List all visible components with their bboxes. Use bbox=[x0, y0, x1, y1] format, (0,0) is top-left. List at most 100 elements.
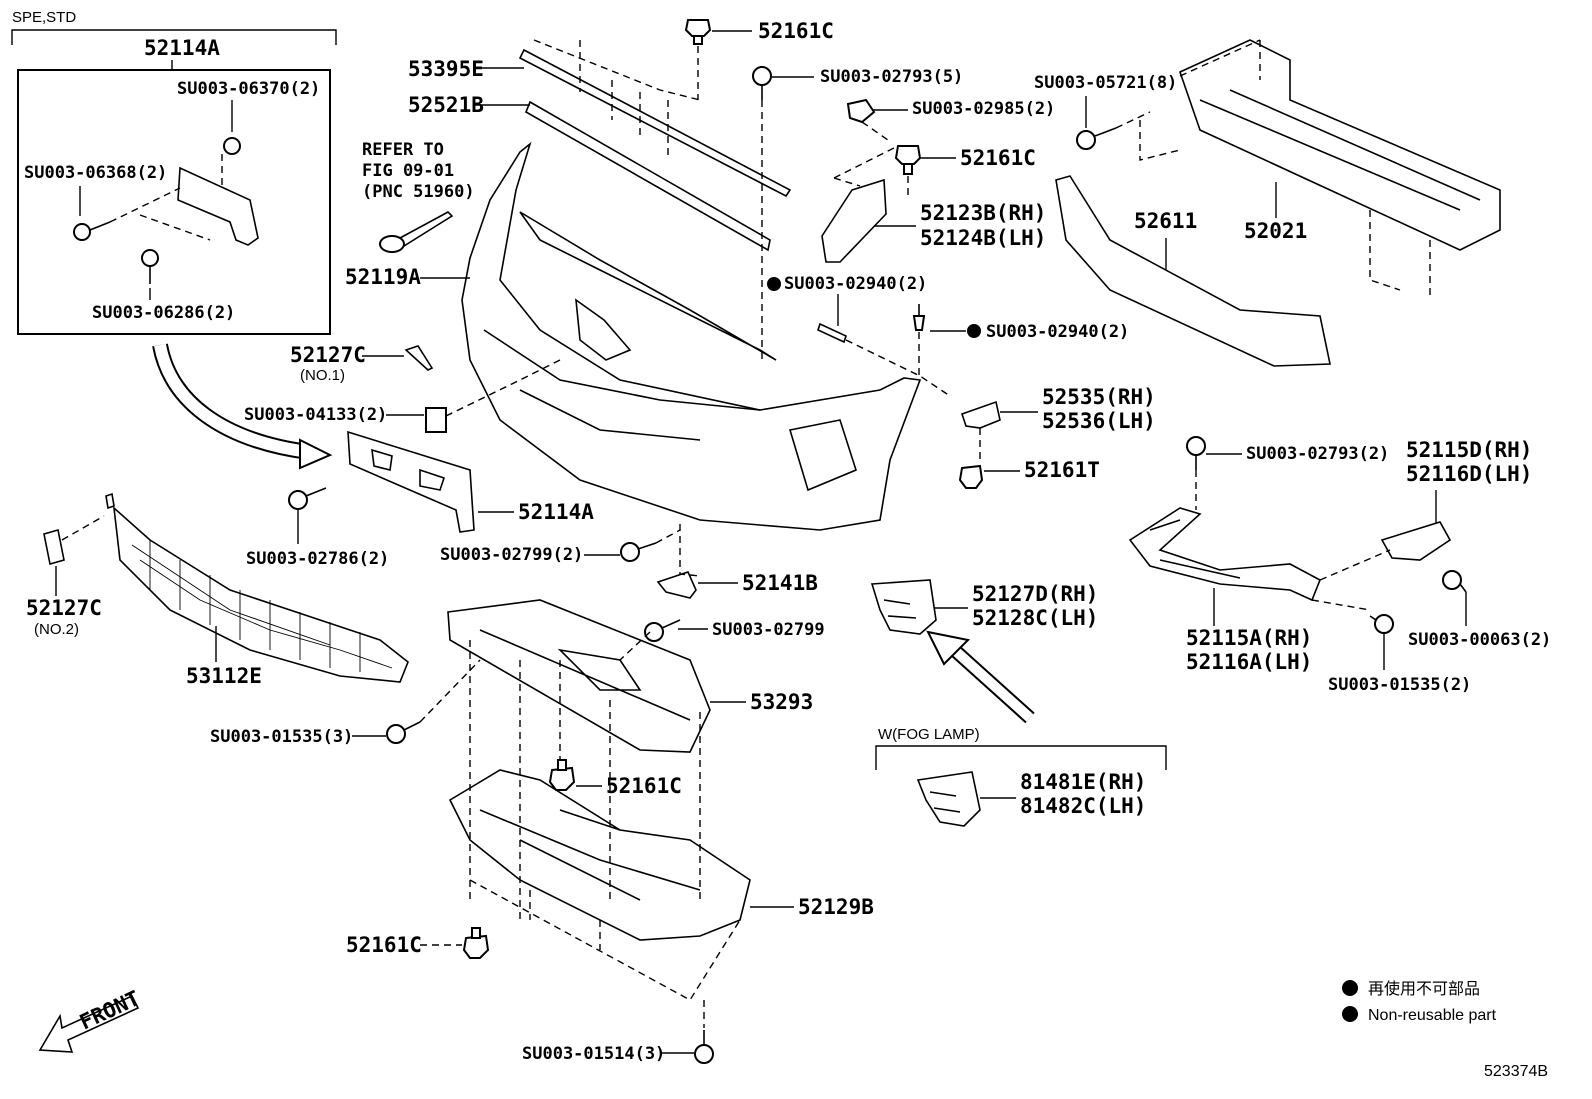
dash-SU02799 bbox=[619, 631, 651, 661]
label-52129B: 52129B bbox=[798, 895, 874, 919]
label-SU02786: SU003-02786(2) bbox=[246, 549, 389, 569]
label-52161C-top: 52161C bbox=[758, 19, 834, 43]
label-52127C-2: 52127C bbox=[26, 596, 102, 620]
label-SU02940-a: SU003-02940(2) bbox=[784, 274, 927, 294]
arrow-fill bbox=[154, 343, 309, 458]
label-53293: 53293 bbox=[750, 690, 813, 714]
label-52161C-bot: 52161C bbox=[346, 933, 422, 957]
bolt-icon bbox=[386, 721, 421, 744]
bolt-icon bbox=[1186, 436, 1206, 470]
label-52116D: 52116D(LH) bbox=[1406, 462, 1532, 486]
figure-id: 523374B bbox=[1484, 1063, 1548, 1080]
clip-icon bbox=[684, 19, 712, 45]
label-52123B: 52123B(RH) bbox=[920, 201, 1046, 225]
bumper-grille-opening bbox=[575, 298, 632, 361]
dash-SU02940-a bbox=[845, 339, 951, 397]
absorber-52611 bbox=[1055, 175, 1331, 367]
label-SU04133: SU003-04133(2) bbox=[244, 405, 387, 425]
label-SU00063: SU003-00063(2) bbox=[1408, 630, 1551, 650]
inset-part-06368: SU003-06368(2) bbox=[24, 163, 167, 183]
fog-cover-81481E bbox=[916, 771, 981, 827]
license-bracket-inset bbox=[177, 166, 259, 246]
retainer-52521B bbox=[524, 100, 771, 252]
label-52535: 52535(RH) bbox=[1042, 385, 1156, 409]
dash-support bbox=[1311, 549, 1391, 611]
hook-icon bbox=[379, 211, 454, 253]
fog-cover-detail bbox=[883, 599, 917, 619]
pin-52127C-icon bbox=[404, 345, 434, 371]
label-52536: 52536(LH) bbox=[1042, 409, 1156, 433]
bolt-icon bbox=[752, 66, 772, 100]
label-53395E: 53395E bbox=[408, 57, 484, 81]
refer-line1: REFER TO bbox=[362, 140, 444, 160]
bolt-icon bbox=[73, 221, 111, 241]
label-SU02793-2: SU003-02793(2) bbox=[1246, 444, 1389, 464]
bolt-icon bbox=[288, 487, 327, 510]
bolt-icon bbox=[694, 1030, 714, 1064]
label-52114A: 52114A bbox=[518, 500, 594, 524]
front-label: FRONT bbox=[76, 986, 143, 1034]
fog-arrow-fill bbox=[946, 642, 1034, 722]
under-cover-52129B bbox=[448, 769, 751, 941]
clip-nut-icon bbox=[425, 407, 447, 433]
bolt-icon bbox=[1076, 127, 1117, 150]
fog-group-label: W(FOG LAMP) bbox=[878, 726, 980, 743]
support-52115A-detail bbox=[1149, 519, 1241, 579]
screw-icon bbox=[1442, 570, 1467, 593]
bolt-icon bbox=[1369, 614, 1394, 634]
bracket-52141B bbox=[656, 571, 697, 599]
legend-marker bbox=[1342, 980, 1358, 996]
label-52128C: 52128C(LH) bbox=[972, 606, 1098, 630]
grille-53112E bbox=[112, 506, 409, 683]
bumper-upper-opening bbox=[519, 211, 777, 361]
rivet-icon bbox=[817, 322, 847, 344]
label-SU01514: SU003-01514(3) bbox=[522, 1044, 665, 1064]
inset-part-06286: SU003-06286(2) bbox=[92, 303, 235, 323]
label-52127C-1: 52127C bbox=[290, 343, 366, 367]
label-52124B: 52124B(LH) bbox=[920, 226, 1046, 250]
label-52115A: 52115A(RH) bbox=[1186, 626, 1312, 650]
label-52161C-low: 52161C bbox=[606, 774, 682, 798]
screw-icon bbox=[141, 249, 159, 284]
bumper-cover-52119A bbox=[461, 141, 922, 531]
dash-SU04133 bbox=[445, 359, 561, 417]
label-SU05721: SU003-05721(8) bbox=[1034, 73, 1177, 93]
kit-part-label: 52114A bbox=[144, 36, 220, 60]
label-52611: 52611 bbox=[1134, 209, 1197, 233]
label-52141B: 52141B bbox=[742, 571, 818, 595]
label-81482C: 81482C(LH) bbox=[1020, 794, 1146, 818]
label-52161T: 52161T bbox=[1024, 458, 1100, 482]
clip-icon bbox=[462, 927, 490, 959]
variant-bracket bbox=[11, 29, 337, 45]
label-52521B: 52521B bbox=[408, 93, 484, 117]
label-52127C-1-note: (NO.1) bbox=[300, 367, 345, 384]
dash-52129B-box bbox=[469, 879, 741, 1001]
label-52021: 52021 bbox=[1244, 219, 1307, 243]
clip-icon bbox=[958, 464, 984, 489]
nut-icon bbox=[223, 137, 241, 155]
clip-icon bbox=[548, 759, 576, 791]
label-52161C-mid: 52161C bbox=[960, 146, 1036, 170]
dash-under-covers bbox=[419, 640, 701, 920]
label-SU02799: SU003-02799 bbox=[712, 620, 825, 640]
reinforcement-detail bbox=[1199, 89, 1481, 211]
dash-52127C-2 bbox=[61, 515, 105, 541]
label-SU01535-2: SU003-01535(2) bbox=[1328, 675, 1471, 695]
non-reusable-marker bbox=[767, 277, 781, 291]
bumper-detail-lines bbox=[483, 329, 857, 492]
label-53112E: 53112E bbox=[186, 664, 262, 688]
pin-52127C-icon bbox=[43, 528, 65, 566]
label-52115D: 52115D(RH) bbox=[1406, 438, 1532, 462]
label-SU02799-2: SU003-02799(2) bbox=[440, 545, 583, 565]
dash-top-strip bbox=[533, 39, 701, 160]
retainer-52535 bbox=[960, 400, 1001, 429]
label-52116A: 52116A(LH) bbox=[1186, 650, 1312, 674]
label-81481E: 81481E(RH) bbox=[1020, 770, 1146, 794]
bracket-52123B bbox=[821, 178, 887, 263]
inset-part-06370: SU003-06370(2) bbox=[177, 79, 320, 99]
tab-icon bbox=[105, 492, 115, 510]
grille-mesh bbox=[131, 540, 393, 672]
dash-SU02985 bbox=[861, 121, 889, 141]
legend-jp: 再使用不可部品 bbox=[1368, 979, 1480, 998]
